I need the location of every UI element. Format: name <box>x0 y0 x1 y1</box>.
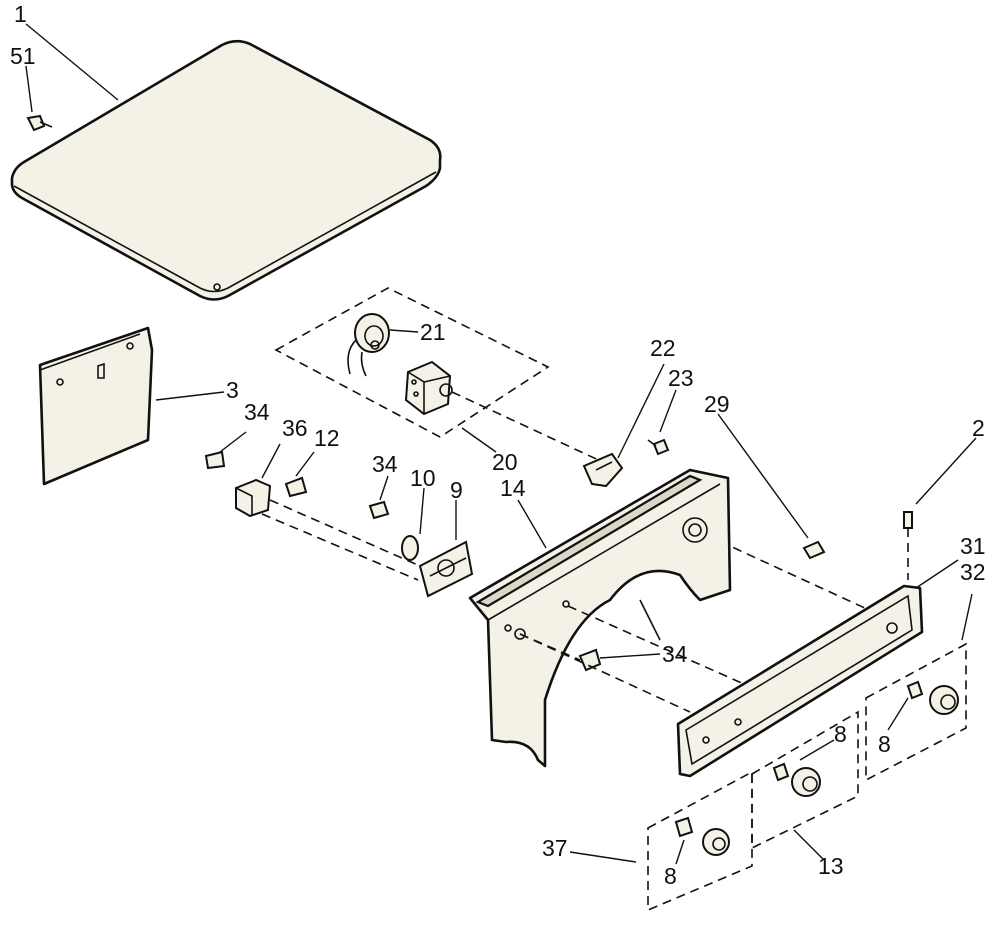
callout-20: 20 <box>492 449 518 475</box>
callout-13: 13 <box>818 853 844 879</box>
callout-32: 32 <box>960 559 986 585</box>
callout-23: 23 <box>668 365 694 391</box>
timer-motor[interactable] <box>347 313 390 377</box>
callout-36: 36 <box>282 415 308 441</box>
top-panel[interactable] <box>10 39 442 301</box>
timer-switch[interactable] <box>404 360 453 416</box>
console-base[interactable] <box>468 468 732 768</box>
alignment-line-a <box>705 534 881 616</box>
callout-12: 12 <box>314 425 340 451</box>
callout-3: 3 <box>226 377 239 403</box>
callout-37: 37 <box>542 835 568 861</box>
callout-8-b: 8 <box>878 731 891 757</box>
callout-31: 31 <box>960 533 986 559</box>
harness-line-b <box>261 513 419 581</box>
callout-1: 1 <box>14 1 27 27</box>
timer-shaft-line <box>451 391 621 471</box>
knob-kit-37[interactable] <box>647 770 753 912</box>
terminal-12[interactable] <box>284 476 308 498</box>
screw-34b[interactable] <box>368 500 390 520</box>
bracket-screw[interactable] <box>647 438 670 456</box>
callout-22: 22 <box>650 335 676 361</box>
console-screw[interactable] <box>802 540 826 560</box>
alignment-line-b <box>519 633 691 713</box>
callout-29: 29 <box>704 391 730 417</box>
callout-21: 21 <box>420 319 446 345</box>
knob-kit-32[interactable] <box>865 642 967 782</box>
assembly-20-boundary <box>274 287 550 438</box>
callout-34-b: 34 <box>372 451 398 477</box>
harness-connector[interactable] <box>235 478 272 518</box>
callout-34-a: 34 <box>244 399 270 425</box>
control-panel[interactable] <box>676 584 924 778</box>
callout-51: 51 <box>10 43 36 69</box>
bracket[interactable] <box>582 452 624 488</box>
screw-34a[interactable] <box>204 450 226 470</box>
callout-8-c: 8 <box>664 863 677 889</box>
callout-14: 14 <box>500 475 526 501</box>
callout-34-c: 34 <box>662 641 688 667</box>
alignment-line-c <box>567 605 781 701</box>
clip-10[interactable] <box>401 535 419 561</box>
leader-lines <box>25 23 977 865</box>
top-screw[interactable] <box>26 114 53 132</box>
pin[interactable] <box>903 511 913 580</box>
callout-9: 9 <box>450 477 463 503</box>
callout-10: 10 <box>410 465 436 491</box>
callout-2: 2 <box>972 415 985 441</box>
rear-panel[interactable] <box>38 326 154 486</box>
switch-9[interactable] <box>418 540 474 598</box>
callout-8-a: 8 <box>834 721 847 747</box>
harness-line-a <box>269 499 421 567</box>
